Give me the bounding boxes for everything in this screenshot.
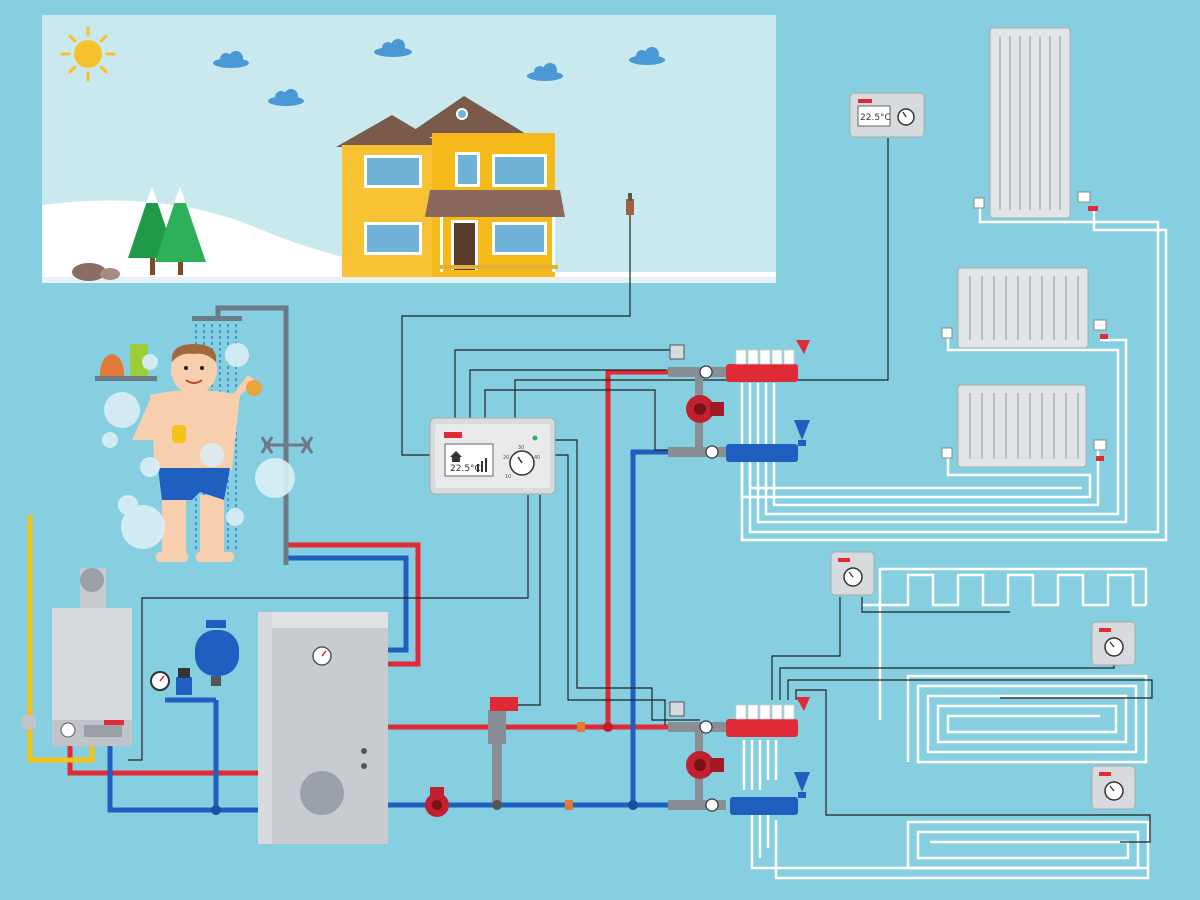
- hot-manifold-bar: [726, 697, 810, 737]
- cloud-icon: [629, 47, 665, 65]
- pressure-gauge-icon: [150, 671, 170, 691]
- circulation-pump-icon: [425, 787, 449, 817]
- underfloor-heating-icon: [862, 567, 1148, 720]
- cloud-icon: [213, 51, 249, 68]
- cold-manifold-bar: [730, 772, 810, 815]
- hot-manifold-bar: [726, 340, 810, 382]
- cloud-icon: [527, 63, 563, 81]
- cloud-icon: [268, 89, 304, 106]
- outdoor-sensor-icon: [626, 193, 634, 215]
- dial-mark-30: 30: [518, 445, 524, 451]
- soap-bubbles: [102, 343, 295, 549]
- thermostat-icon: [1091, 621, 1136, 666]
- hot-water-pipes: [67, 369, 720, 776]
- underfloor-heating-icon: [906, 674, 1148, 764]
- radiator-manifold-icon: [668, 340, 810, 462]
- floor-heating-loops: [742, 567, 1150, 880]
- fittings: [211, 722, 638, 815]
- home-icon: [450, 451, 462, 462]
- rocks: [72, 263, 120, 281]
- controller-icon: 22.5°C 10 20 30 40: [429, 417, 556, 495]
- cloud-icon: [374, 39, 412, 57]
- signal-bars-icon: [477, 458, 487, 472]
- thermostat-icon: [1091, 765, 1136, 810]
- radiator-icon: [941, 384, 1107, 468]
- sun-icon: [60, 26, 116, 82]
- room-thermostat-readout: 22.5°C: [860, 113, 891, 123]
- dial-mark-10: 10: [505, 474, 511, 480]
- radiator-icon: [973, 27, 1098, 219]
- circulation-pump-icon: [686, 395, 724, 423]
- thermostat-icon: 22.5°C: [849, 92, 925, 138]
- safety-group-icon: [176, 668, 192, 695]
- gas-boiler-icon: [22, 568, 132, 746]
- gas-pipe: [27, 515, 95, 763]
- dial-mark-20: 20: [503, 455, 509, 461]
- floor-manifold-icon: [668, 697, 810, 815]
- circulation-pump-icon: [686, 751, 724, 779]
- radiator-icon: [941, 267, 1108, 349]
- shower-valve-icon: [260, 436, 314, 454]
- floor-manifold-feeds: [742, 740, 1148, 870]
- expansion-tank-icon: [195, 620, 239, 686]
- thermostat-icon: [830, 551, 875, 596]
- water-heater-tank-icon: [258, 612, 388, 844]
- house-icon: [336, 96, 565, 277]
- cold-manifold-bar: [726, 420, 810, 462]
- shower-pipe: [215, 305, 289, 565]
- controller-temperature-readout: 22.5°C: [450, 464, 481, 474]
- toiletries-shelf: [95, 344, 157, 381]
- radiator-loops: [740, 205, 1168, 542]
- dial-mark-40: 40: [534, 455, 540, 461]
- clouds: [213, 39, 665, 106]
- underfloor-heating-icon: [774, 820, 1150, 880]
- mixing-valve-icon: [488, 697, 518, 806]
- pine-tree-icon: [128, 186, 206, 275]
